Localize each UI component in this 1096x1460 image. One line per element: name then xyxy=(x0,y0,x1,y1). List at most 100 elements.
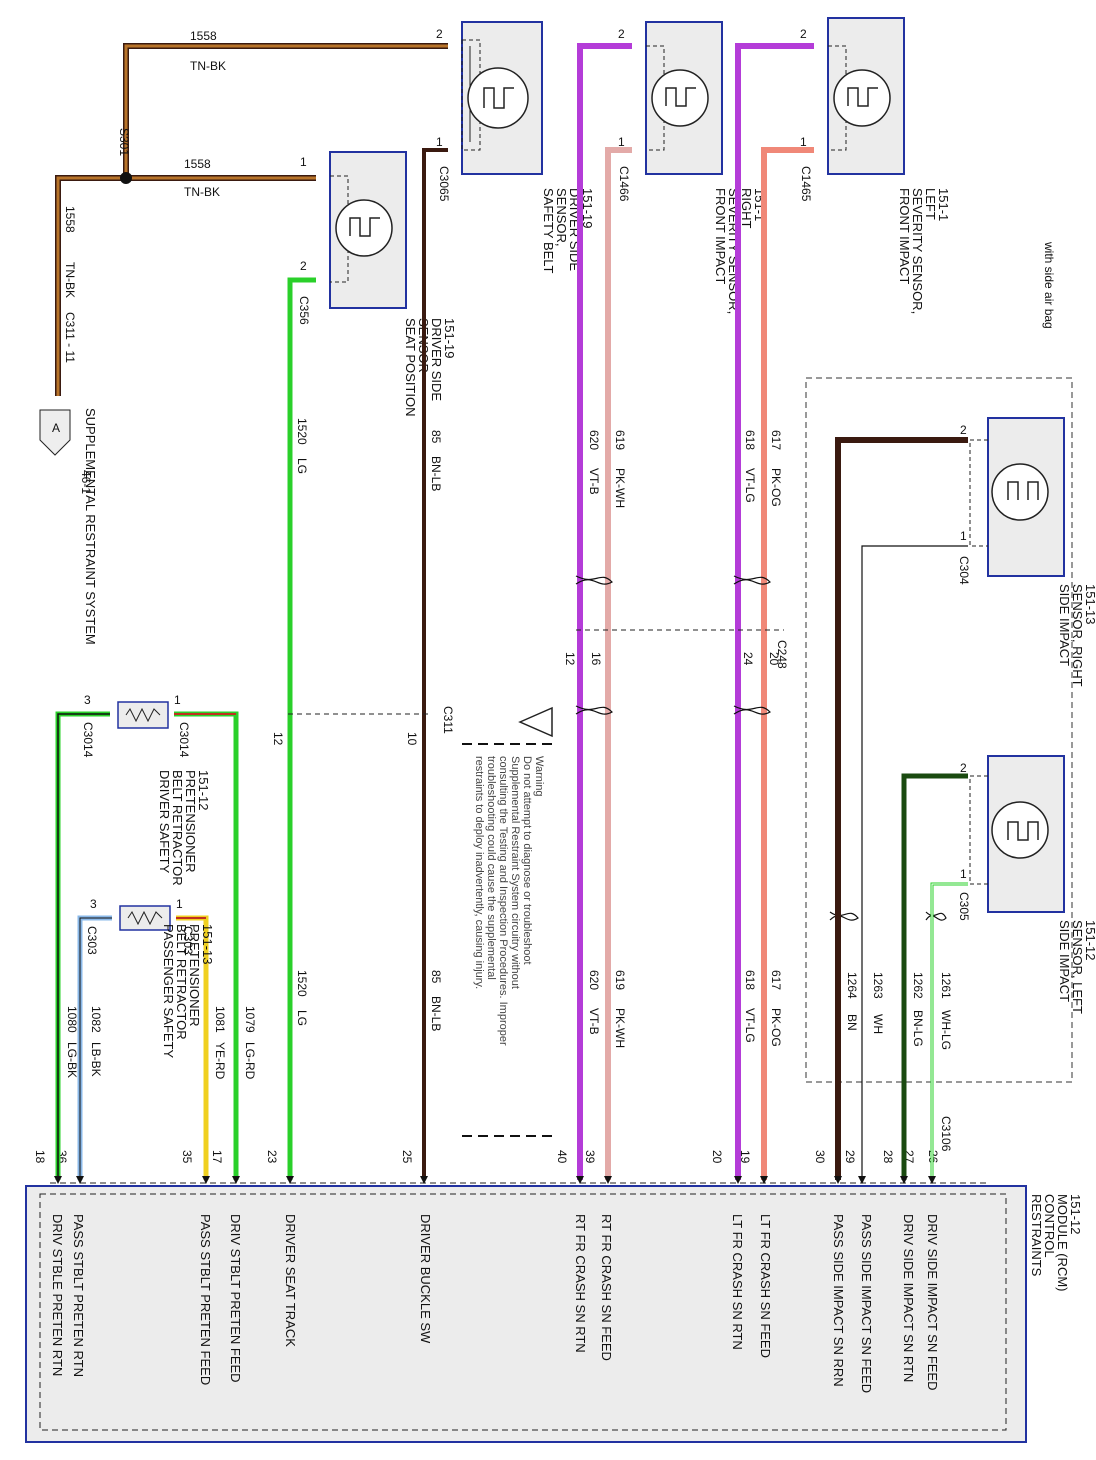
wire-label: TN-BK xyxy=(190,59,226,73)
pin-number: 1 xyxy=(960,529,967,543)
seat-position-label: SEAT POSITION SENSOR DRIVER SIDE 151-19 xyxy=(403,318,457,416)
connector-c303: C303 xyxy=(181,926,195,955)
rcm-pin-label: DRIV SIDE IMPACT SN RTN xyxy=(901,1214,916,1382)
rcm-title: RESTRAINTS CONTROL MODULE (RCM) 151-12 xyxy=(1029,1194,1083,1292)
wire-label: TN-BK xyxy=(184,185,220,199)
rcm-pin-label: PASS SIDE IMPACT SN RRN xyxy=(831,1214,846,1387)
pin-number: 3 xyxy=(84,693,91,707)
rcm-pin-label: RT FR CRASH SN FEED xyxy=(599,1214,614,1361)
sensor-label-line: 151-19 xyxy=(442,318,457,358)
wire-label: 1079 xyxy=(243,1006,257,1033)
rcm-pin-number: 23 xyxy=(265,1150,279,1164)
warning-block: Warning Do not attempt to diagnose or tr… xyxy=(462,706,556,1137)
pin-number: 10 xyxy=(405,732,419,746)
rcm-pin-label: LT FR CRASH SN FEED xyxy=(758,1214,773,1358)
seat-position-sensor xyxy=(329,151,407,309)
pretensioner-label-line: PRETENSIONER xyxy=(183,770,198,873)
side-right-sensor xyxy=(969,417,1065,577)
wire-label: VT-B xyxy=(587,468,601,495)
wire-1520 xyxy=(287,277,316,1180)
sensor-label-line: SENSOR, RIGHT xyxy=(1070,584,1085,687)
rcm-pin-label: DRIV STBLE PRETEN RTN xyxy=(50,1214,65,1376)
wire-label: TN-BK xyxy=(63,262,77,298)
passenger-pretensioner xyxy=(119,905,171,931)
rcm-pin-label: DRIV SIDE IMPACT SN FEED xyxy=(925,1214,940,1391)
rcm-module xyxy=(25,1185,1027,1443)
wire-label: 1262 xyxy=(911,972,925,999)
connector-c303: C303 xyxy=(85,926,99,955)
sensor-label-line: 151-13 xyxy=(1083,584,1096,624)
rcm-pin-number: 30 xyxy=(813,1150,827,1164)
sensor-label-line: FRONT IMPACT xyxy=(897,188,912,284)
sensor-label-line: SEVERITY SENSOR, xyxy=(910,188,925,314)
rcm-pin-labels: DRIV SIDE IMPACT SN FEED DRIV SIDE IMPAC… xyxy=(50,1214,940,1393)
wire-1558 xyxy=(55,43,448,396)
wire-label: BN-LG xyxy=(911,1010,925,1047)
safety-belt-label: SAFETY BELT SENSOR, DRIVER SIDE 151-19 xyxy=(541,188,595,274)
side-air-bag-box xyxy=(805,377,1073,1083)
pin-number: 1 xyxy=(176,897,183,911)
safety-belt-sensor xyxy=(461,21,543,175)
wire-label: 620 xyxy=(587,430,601,450)
connector-c3014: C3014 xyxy=(81,722,95,758)
front-left-sensor xyxy=(827,17,905,175)
driver-pretensioner-label: DRIVER SAFETY BELT RETRACTOR PRETENSIONE… xyxy=(157,770,211,886)
sensor-label-line: 151-12 xyxy=(1083,920,1096,960)
wire-label: 618 xyxy=(743,430,757,450)
wire-label: 1558 xyxy=(190,29,217,43)
pin-number: 12 xyxy=(563,652,577,666)
wire-label: 1520 xyxy=(295,418,309,445)
splice-s301: S301 xyxy=(117,128,131,156)
sensor-label-line: LEFT xyxy=(923,188,938,220)
rcm-title-line-2: CONTROL xyxy=(1042,1194,1057,1258)
wire-label: VT-LG xyxy=(743,468,757,503)
wire-label: 1263 xyxy=(871,972,885,999)
wire-617 xyxy=(761,147,814,1180)
rcm-pin-label: DRIVER SEAT TRACK xyxy=(283,1214,298,1347)
wire-label: 1082 xyxy=(89,1006,103,1033)
pin-number: 2 xyxy=(300,259,307,273)
pin-number: 1 xyxy=(618,135,625,149)
rcm-title-line-4: 151-12 xyxy=(1068,1194,1083,1234)
wire-label: 619 xyxy=(613,970,627,990)
pin-number: 1 xyxy=(174,693,181,707)
rcm-pin-number: 29 xyxy=(843,1150,857,1164)
rcm-pin-number: 18 xyxy=(33,1150,47,1164)
wire-label: VT-LG xyxy=(743,1008,757,1043)
wire-label: BN-LB xyxy=(429,996,443,1031)
side-left-sensor xyxy=(969,755,1065,913)
wire-label: WH xyxy=(871,1014,885,1034)
wire-1080 xyxy=(55,711,110,1180)
front-right-sensor xyxy=(645,21,723,175)
ground-ref-box xyxy=(39,409,71,456)
rcm-pin-number: 40 xyxy=(555,1150,569,1164)
wire-label: 617 xyxy=(769,430,783,450)
ground-ref-page: 46-1 xyxy=(79,470,93,494)
pin-number: 1 xyxy=(800,135,807,149)
front-left-label: FRONT IMPACT SEVERITY SENSOR, LEFT 151-1 xyxy=(897,188,951,314)
side-left-label: SIDE IMPACT SENSOR, LEFT 151-12 xyxy=(1057,920,1096,1014)
warning-line: troubleshooting could cause the suppleme… xyxy=(485,756,497,980)
rcm-pin-label: LT FR CRASH SN RTN xyxy=(730,1214,745,1350)
wire-1263 xyxy=(861,545,968,1180)
pin-number: 16 xyxy=(589,652,603,666)
wire-label: 1558 xyxy=(184,157,211,171)
pin-number: 3 xyxy=(90,897,97,911)
rcm-pin-label: DRIVER BUCKLE SW xyxy=(418,1214,433,1344)
wire-label: LG-RD xyxy=(243,1042,257,1080)
pretensioner-label-line: 151-13 xyxy=(200,924,215,964)
wire-label: 1080 xyxy=(65,1006,79,1033)
connector-c311-11: C311 - 11 xyxy=(63,312,77,363)
sensor-label-line: SAFETY BELT xyxy=(541,188,556,274)
sensor-label-line: RIGHT xyxy=(739,188,754,229)
system-label: SUPPLEMENTAL RESTRAINT SYSTEM xyxy=(83,408,98,645)
rcm-pin-label: PASS STBLT PRETEN RTN xyxy=(71,1214,86,1377)
pin-number: 2 xyxy=(800,27,807,41)
connector-c311: C311 xyxy=(441,706,455,734)
wire-1262 xyxy=(901,773,968,1180)
driver-pretensioner xyxy=(117,701,169,729)
rcm-pin-label: RT FR CRASH SN RTN xyxy=(573,1214,588,1353)
pin-number: 24 xyxy=(741,652,755,666)
warning-title: Warning xyxy=(533,756,545,797)
